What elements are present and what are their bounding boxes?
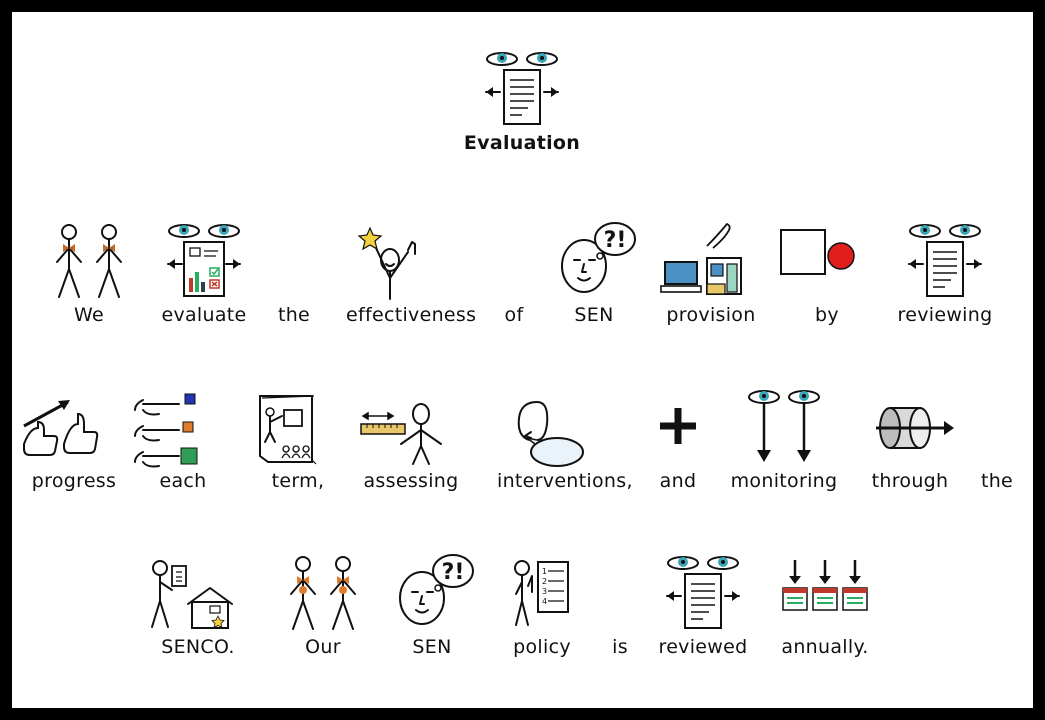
word-label: progress [31, 470, 117, 492]
word-senco: SENCO. [138, 552, 258, 664]
svg-text:?!: ?! [604, 228, 627, 253]
word-monitoring: monitoring [724, 386, 844, 498]
word-is: is [560, 552, 680, 664]
word-label: Our [305, 636, 341, 658]
word-label: reviewed [658, 636, 748, 658]
through-icon [876, 407, 954, 449]
word-label: monitoring [730, 470, 838, 492]
word-effectiveness: effectiveness [346, 220, 477, 332]
thinking-face-icon: ?! [561, 222, 636, 293]
policy-icon: 1 2 3 4 [514, 560, 569, 626]
word-each: each [123, 386, 243, 498]
word-progress: progress [14, 386, 134, 498]
svg-text:?!: ?! [442, 560, 465, 585]
word-reviewing: reviewing [885, 220, 1005, 332]
word-sen: ?! SEN [372, 552, 492, 664]
word-label: policy [513, 636, 571, 658]
review-document-icon [666, 556, 740, 629]
word-of: of [454, 220, 574, 332]
svg-text:4: 4 [542, 597, 547, 606]
word-label: SEN [412, 636, 452, 658]
word-label: SEN [574, 304, 614, 326]
our-icon [290, 556, 356, 630]
word-by: by [767, 220, 887, 332]
word-and: and [618, 386, 738, 498]
word-annually: annually. [765, 552, 885, 664]
word-we: We [29, 220, 149, 332]
review-document-icon [908, 224, 982, 297]
word-label: provision [666, 304, 756, 326]
we-icon [56, 224, 122, 298]
word-label: reviewing [897, 304, 993, 326]
word-sen: ?! SEN [534, 220, 654, 332]
monitoring-icon [748, 390, 820, 462]
svg-text:2: 2 [542, 577, 547, 586]
word-policy: 1 2 3 4 policy [482, 552, 602, 664]
word-label: We [74, 304, 104, 326]
senco-icon [151, 560, 233, 629]
by-icon [780, 229, 855, 275]
each-icon [134, 393, 198, 468]
svg-text:3: 3 [542, 587, 547, 596]
word-assessing: assessing [351, 386, 471, 498]
word-label: annually. [781, 636, 869, 658]
title-symbol-card: Evaluation [462, 48, 582, 160]
word-our: Our [263, 552, 383, 664]
word-label: by [815, 304, 839, 326]
annually-icon [782, 560, 868, 611]
svg-text:1: 1 [542, 567, 547, 576]
word-reviewed: reviewed [643, 552, 763, 664]
word-label: the [980, 470, 1014, 492]
success-icon [357, 226, 416, 300]
provision-icon [660, 222, 742, 295]
page-title: Evaluation [463, 132, 581, 154]
word-label: interventions, [497, 470, 633, 492]
word-label: evaluate [161, 304, 247, 326]
word-the: the [937, 386, 1045, 498]
word-evaluate: evaluate [144, 220, 264, 332]
term-icon [259, 395, 317, 465]
assessing-icon [360, 403, 442, 465]
word-the: the [234, 220, 354, 332]
progress-icon [23, 400, 99, 456]
word-label: SENCO. [161, 636, 235, 658]
word-label: effectiveness [346, 304, 477, 326]
review-document-icon [485, 52, 559, 125]
word-label: term, [271, 470, 325, 492]
word-interventions: interventions, [497, 386, 633, 498]
word-through: through [850, 386, 970, 498]
word-label: assessing [363, 470, 459, 492]
word-label: the [277, 304, 311, 326]
interventions-icon [517, 400, 584, 467]
word-term: term, [238, 386, 358, 498]
symbol-page: Evaluation We evaluate the effectiveness o… [12, 12, 1033, 708]
evaluate-icon [167, 224, 241, 297]
plus-icon [660, 408, 696, 444]
word-label: each [159, 470, 207, 492]
word-label: of [504, 304, 524, 326]
thinking-face-icon: ?! [399, 554, 474, 625]
word-label: and [659, 470, 697, 492]
word-label: is [612, 636, 628, 658]
word-label: through [871, 470, 949, 492]
word-provision: provision [651, 220, 771, 332]
